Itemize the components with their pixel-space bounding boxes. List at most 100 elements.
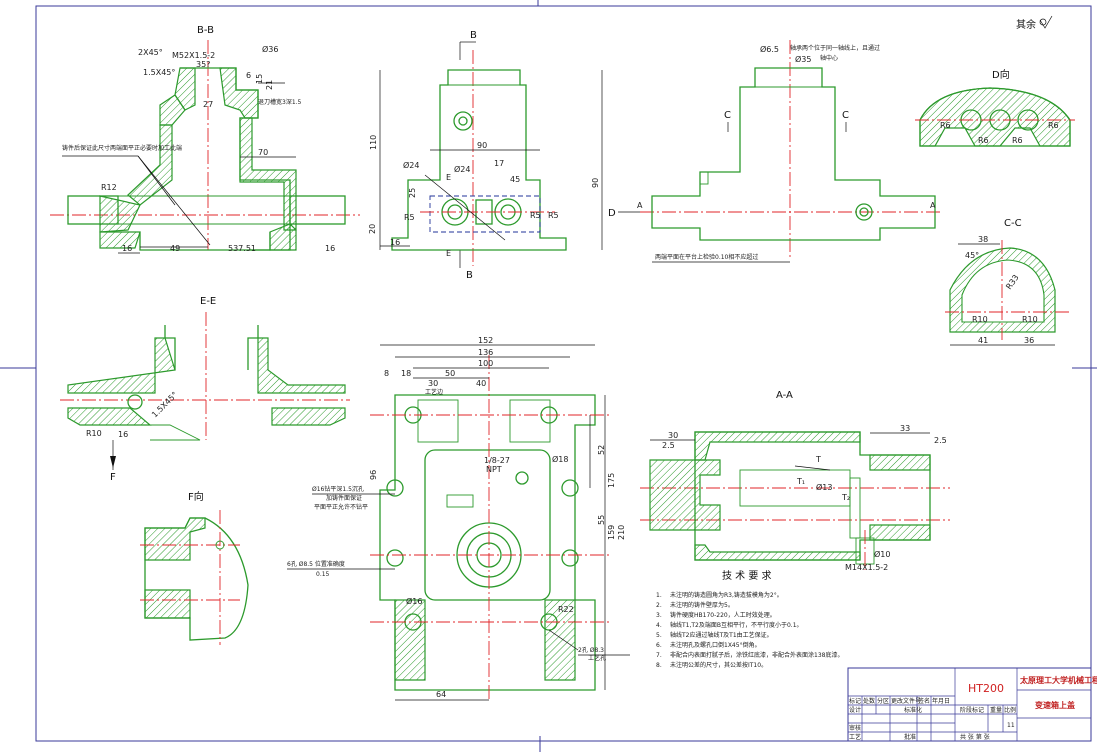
material: HT200 <box>968 682 1004 695</box>
svg-text:2X45°: 2X45° <box>138 48 163 57</box>
svg-text:6孔 Ø8.5 位置准确度: 6孔 Ø8.5 位置准确度 <box>287 560 345 568</box>
svg-text:45°: 45° <box>965 251 979 260</box>
svg-text:25: 25 <box>408 188 417 198</box>
svg-text:阶段标记: 阶段标记 <box>960 706 984 714</box>
svg-text:Ø24: Ø24 <box>454 164 470 174</box>
svg-text:比例: 比例 <box>1004 706 1016 714</box>
svg-text:非配合内表面打腻子后，涂铁红底漆，非配合外表面涂138底漆。: 非配合内表面打腻子后，涂铁红底漆，非配合外表面涂138底漆。 <box>670 651 843 659</box>
svg-text:R10: R10 <box>972 315 988 324</box>
svg-text:210: 210 <box>617 525 626 540</box>
svg-text:Ø16钻平深1.5沉孔: Ø16钻平深1.5沉孔 <box>312 485 364 493</box>
svg-text:35?: 35? <box>196 60 210 69</box>
view-top: 152 136 100 50 18 8 30 40 工艺边 52 96 55 1… <box>287 336 630 701</box>
svg-text:11: 11 <box>1007 722 1015 729</box>
svg-text:Ø18: Ø18 <box>552 454 568 464</box>
svg-text:55: 55 <box>597 515 606 525</box>
svg-text:R22: R22 <box>558 605 574 614</box>
svg-text:33: 33 <box>900 424 910 433</box>
svg-text:90: 90 <box>591 178 600 188</box>
svg-text:C: C <box>724 110 731 121</box>
svg-text:未注明孔及螺孔口倒1X45°倒角。: 未注明孔及螺孔口倒1X45°倒角。 <box>670 641 761 649</box>
svg-text:49: 49 <box>170 244 180 253</box>
view-side-ac: Ø6.5 Ø35 轴承两个位于同一轴线上，且通过 轴中心 两端平面在平台上检验0… <box>608 40 940 263</box>
svg-text:50: 50 <box>445 369 455 378</box>
view-d: D向 R6 R6 R6 R6 <box>915 68 1075 147</box>
svg-text:15: 15 <box>255 74 264 84</box>
svg-text:110: 110 <box>369 135 378 150</box>
svg-text:工艺: 工艺 <box>849 733 861 741</box>
svg-text:处数: 处数 <box>863 697 875 705</box>
svg-text:轴承两个位于同一轴线上，且通过: 轴承两个位于同一轴线上，且通过 <box>790 44 880 52</box>
svg-text:M52X1.5-2: M52X1.5-2 <box>172 51 215 60</box>
section-bb: B-B 2X45° M52X1.5-2 Ø36 1.5X45° 35? 27 2… <box>50 25 360 254</box>
svg-text:Ø24: Ø24 <box>403 160 419 170</box>
svg-text:R6: R6 <box>1048 121 1059 130</box>
svg-text:136: 136 <box>478 348 493 357</box>
section-ee: E-E R10 16 1.5X45° F <box>60 296 350 483</box>
technical-requirements: 技 术 要 求 1.未注明的铸造圆角为R3,铸造拔模角为2°。 2.未注明的铸件… <box>656 569 843 669</box>
svg-text:未注明的铸造圆角为R3,铸造拔模角为2°。: 未注明的铸造圆角为R3,铸造拔模角为2°。 <box>670 591 783 599</box>
tech-req-title: 技 术 要 求 <box>722 569 772 582</box>
svg-text:8: 8 <box>384 369 389 378</box>
svg-text:6: 6 <box>246 71 251 80</box>
svg-text:C: C <box>842 110 849 121</box>
svg-text:8.: 8. <box>656 662 662 669</box>
svg-text:R5: R5 <box>404 213 415 222</box>
svg-text:M14X1.5-2: M14X1.5-2 <box>845 563 888 572</box>
title-block: HT200 太原理工大学机械工程学院 变速箱上盖 标记 处数 分区 更改文件号 … <box>847 667 1097 742</box>
svg-text:64: 64 <box>436 690 446 699</box>
svg-text:R5: R5 <box>530 211 541 220</box>
svg-text:R6: R6 <box>940 121 951 130</box>
svg-text:Ø36: Ø36 <box>262 44 278 54</box>
svg-text:批准: 批准 <box>904 733 916 741</box>
svg-text:平面平正允许不钻平: 平面平正允许不钻平 <box>314 503 368 511</box>
svg-text:100: 100 <box>478 359 493 368</box>
svg-text:工艺孔: 工艺孔 <box>588 654 606 662</box>
svg-text:D: D <box>608 208 616 219</box>
svg-text:30: 30 <box>428 379 438 388</box>
svg-text:30: 30 <box>668 431 678 440</box>
svg-text:16: 16 <box>325 244 335 253</box>
svg-text:轴中心: 轴中心 <box>820 54 838 62</box>
svg-text:C-C: C-C <box>1004 218 1022 229</box>
svg-text:7.: 7. <box>656 652 662 659</box>
svg-text:T₂: T₂ <box>841 493 850 502</box>
svg-text:标记: 标记 <box>849 697 861 705</box>
svg-text:70: 70 <box>258 148 268 157</box>
view-f: F向 <box>140 490 249 645</box>
svg-text:2.5: 2.5 <box>662 441 675 450</box>
svg-text:2.5: 2.5 <box>934 436 947 445</box>
svg-text:铸件硬度HB170-220，人工时效处理。: 铸件硬度HB170-220，人工时效处理。 <box>670 611 776 619</box>
svg-text:轴线T2应通过轴线T及T1由工艺保证。: 轴线T2应通过轴线T及T1由工艺保证。 <box>670 631 773 639</box>
svg-text:18: 18 <box>401 369 411 378</box>
svg-text:152: 152 <box>478 336 493 345</box>
svg-text:41: 41 <box>978 336 988 345</box>
svg-text:铸件后保证此尺寸两端面平正必要时加工此端: 铸件后保证此尺寸两端面平正必要时加工此端 <box>62 144 182 152</box>
svg-text:Ø16: Ø16 <box>406 596 422 606</box>
svg-text:2.: 2. <box>656 602 662 609</box>
svg-text:27: 27 <box>203 100 213 109</box>
svg-text:F: F <box>110 472 116 483</box>
view-front-e: B B 110 90 90 17 45 Ø24 Ø24 R5 R5 R5 16 … <box>368 30 603 281</box>
svg-text:NPT: NPT <box>486 465 502 474</box>
svg-text:4.: 4. <box>656 622 662 629</box>
section-cc: C-C 38 45° R33 R10 R10 41 36 <box>945 218 1070 346</box>
svg-text:R6: R6 <box>978 136 989 145</box>
svg-text:16: 16 <box>118 430 128 439</box>
svg-text:Ø35: Ø35 <box>795 54 811 64</box>
svg-text:工艺边: 工艺边 <box>425 388 443 396</box>
svg-text:两端平面在平台上检验0.10相不应超过: 两端平面在平台上检验0.10相不应超过 <box>655 253 758 261</box>
svg-text:0.15: 0.15 <box>316 571 330 578</box>
svg-text:21: 21 <box>265 80 274 90</box>
svg-text:A: A <box>637 201 643 210</box>
svg-text:标准化: 标准化 <box>904 706 922 714</box>
svg-text:T: T <box>815 455 821 464</box>
svg-text:审核: 审核 <box>849 724 861 732</box>
svg-text:加铸件面保证: 加铸件面保证 <box>326 494 362 502</box>
svg-text:96: 96 <box>369 470 378 480</box>
organization: 太原理工大学机械工程学院 <box>1019 675 1097 685</box>
svg-text:E-E: E-E <box>200 296 216 307</box>
svg-text:20: 20 <box>368 224 377 234</box>
svg-text:更改文件号: 更改文件号 <box>891 697 921 705</box>
svg-text:Ø10: Ø10 <box>874 549 890 559</box>
